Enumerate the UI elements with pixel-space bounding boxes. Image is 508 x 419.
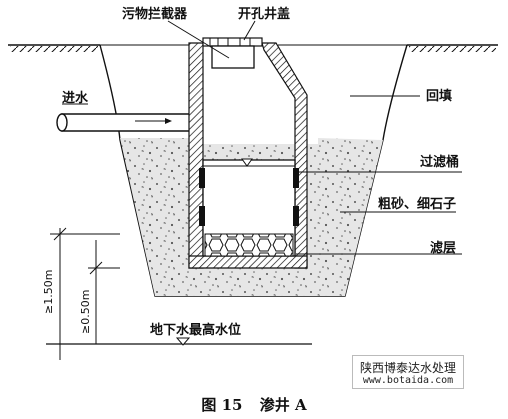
filter-layer [204,233,294,257]
label-dim-inner: ≥0.50m [79,290,92,334]
label-inlet: 进水 [62,90,89,106]
leader-lines [62,20,462,255]
groundwater-level-line [46,337,312,346]
watermark-url: www.botaida.com [362,375,454,386]
watermark-name: 陕西博泰达水处理 [359,361,456,375]
label-interceptor: 污物拦截器 [122,6,188,22]
label-backfill: 回填 [426,88,452,104]
label-dim-outer: ≥1.50m [42,270,55,314]
inlet-pipe [56,113,201,132]
figure-number: 图 15 [201,396,243,414]
label-filter-barrel: 过滤桶 [420,154,459,170]
manhole-cover [202,37,263,47]
debris-interceptor [211,45,255,69]
label-cover: 开孔井盖 [238,6,290,22]
watermark: 陕西博泰达水处理 www.botaida.com [352,355,464,389]
figure-caption: 图 15 渗井 A [0,394,508,415]
label-groundwater: 地下水最高水位 [150,322,241,338]
figure-title: 渗井 A [259,396,307,414]
label-sand: 粗砂、细石子 [378,196,456,212]
ground-surface [8,44,498,52]
label-filter-layer: 滤层 [430,240,456,256]
water-level-marker [241,158,253,167]
dimension-lines [50,227,120,360]
